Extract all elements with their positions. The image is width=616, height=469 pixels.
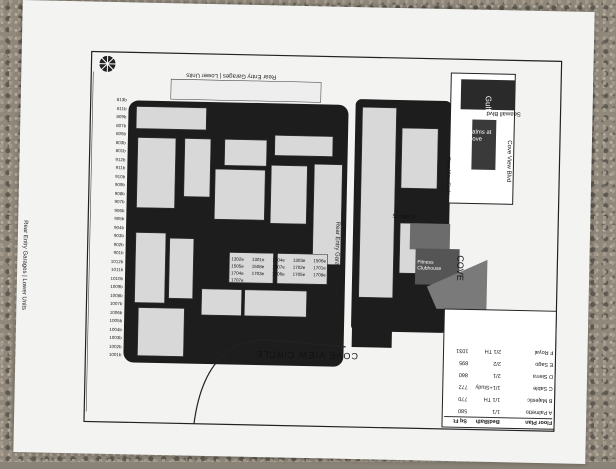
legend-row: B Majestic 1/1 TH 770	[444, 392, 552, 406]
building-top-left	[135, 106, 207, 131]
cove-view-blvd-label: Cove View Blvd	[505, 140, 512, 183]
legend-cell-bedbath: 1/1	[492, 407, 500, 415]
building-right-top	[274, 135, 334, 157]
street-label: COVE VIEW CIRCLE	[255, 349, 359, 362]
legend-cell-bedbath: 1/1 TH	[483, 395, 501, 403]
unit-label: 1508e	[251, 263, 265, 270]
sundeck	[409, 223, 451, 251]
unit-label: 1507e	[272, 264, 285, 270]
legend-header-sqft: Sq Ft	[453, 417, 468, 424]
legend-cell-plan: C Sable	[533, 384, 553, 392]
seawall-label: Seawall Blvd	[486, 109, 521, 117]
clubhouse-label: Fitness Clubhouse	[417, 259, 442, 272]
legend-cell-bedbath: 2/1 TH	[484, 347, 502, 355]
building-1704	[243, 289, 308, 318]
legend-cell-sqft: 1031	[456, 347, 469, 354]
building-1702	[200, 288, 243, 317]
building-left-mid	[183, 138, 212, 198]
legend-cell-bedbath: 1/1+Study	[475, 383, 501, 391]
legend-cell-sqft: 895	[458, 359, 469, 366]
legend-table: Floor Plan Bed/Bath Sq Ft A Palmetto 1/1 5…	[444, 311, 554, 426]
clubhouse-area	[409, 223, 488, 310]
site-boundary	[83, 50, 563, 432]
unit-label: 1703e	[251, 270, 265, 277]
unit-label: 1701e	[313, 265, 326, 271]
unit-label: 1706e	[272, 271, 285, 277]
building-blocks	[134, 106, 343, 357]
site-map	[83, 50, 563, 432]
legend-cell-plan: B Majestic	[527, 396, 553, 404]
building-right-strip-1	[358, 106, 397, 299]
legend-header-bedbath: Bed/Bath	[475, 417, 500, 425]
legend-cell-sqft: 772	[458, 383, 468, 390]
top-units	[170, 78, 322, 103]
legend-row: C Sable 1/1+Study 772	[445, 380, 553, 394]
legend-row: E Sago 2/2 895	[445, 356, 553, 370]
unit-label: 1705e	[292, 271, 306, 278]
unit-label: 1702e	[292, 264, 306, 271]
legend-cell-plan: F Royal	[534, 348, 554, 356]
cove-view-circle-road	[193, 339, 346, 424]
left-parking	[85, 71, 94, 412]
right-buildings	[358, 106, 439, 299]
legend-cell-plan: A Palmetto	[525, 408, 553, 416]
legend-cell-plan: E Sago	[535, 360, 554, 368]
building-center	[213, 168, 266, 221]
center-unit-labels: 1302e 1301e 1304e 1303e 1506e 1505e 1508e 1507e…	[231, 256, 332, 284]
building-1506	[276, 253, 328, 285]
gulf-label: Gulf	[483, 95, 493, 111]
legend-cell-bedbath: 2/2	[493, 359, 501, 367]
building-left-upper	[136, 137, 177, 209]
unit-label: 1506e	[313, 258, 327, 264]
building-bottom-left	[137, 307, 185, 357]
gulf-block	[460, 79, 516, 111]
legend-row: F Royal 2/1 TH 1031	[445, 344, 553, 358]
building-right-strip-2	[400, 127, 439, 190]
pool-area	[426, 259, 488, 310]
logo-text: Palms at Cove	[467, 129, 492, 143]
legend-cell-bedbath: 2/1	[492, 371, 501, 379]
cove-view-circle-label: Cove View Circle	[444, 156, 452, 196]
legend-cell-sqft: 770	[458, 395, 468, 402]
legend-row: A Palmetto 1/1 580	[444, 404, 552, 418]
building-center-right	[269, 164, 308, 225]
unit-label: 1505e	[231, 263, 244, 269]
unit-label: 1304e	[272, 257, 286, 263]
building-1302	[228, 252, 274, 284]
legend-box	[441, 308, 557, 430]
logo-emblem	[471, 119, 497, 170]
legend-cell-plan: D Sierra	[532, 372, 554, 380]
building-center-top	[224, 139, 268, 167]
clubhouse-building	[414, 248, 460, 286]
sundeck-label: Sundeck	[392, 213, 416, 221]
unit-label: 1704e	[231, 270, 244, 276]
legend-cell-sqft: 580	[457, 407, 468, 414]
unit-label: 1708e	[313, 272, 326, 278]
building-left-lower	[134, 232, 167, 304]
legend-cell-sqft: 860	[458, 371, 469, 378]
unit-label: 1301e	[251, 256, 265, 263]
site-map-sheet: Rear Entry Garages | Lower Units Rear En…	[13, 0, 595, 464]
unit-label: 1303e	[292, 257, 306, 264]
palm-tree-icon	[97, 53, 118, 74]
unit-label: 1707e	[230, 277, 244, 283]
unit-label: 1302e	[231, 256, 244, 262]
building-left-lower-2	[168, 237, 195, 299]
legend-header-plan: Floor Plan	[525, 418, 553, 426]
legend-row: D Sierra 2/1 860	[445, 368, 553, 382]
unit-label: 1001b	[108, 351, 122, 358]
